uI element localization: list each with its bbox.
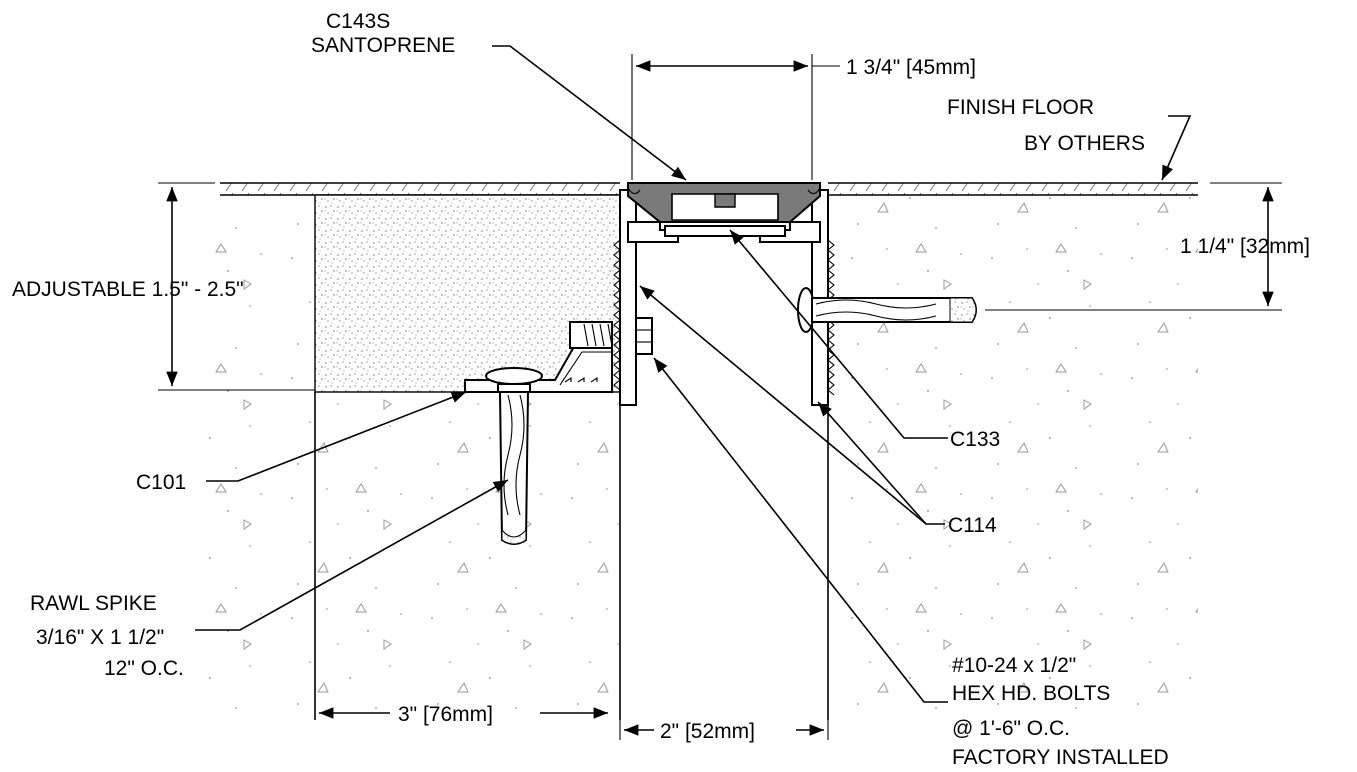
label-gland: C143S SANTOPRENE: [311, 10, 455, 57]
label-top-width: 1 3/4" [45mm]: [846, 56, 976, 79]
label-blockout: 3" [76mm]: [398, 703, 493, 726]
dim-adjustable: [158, 182, 315, 391]
svg-text:SANTOPRENE: SANTOPRENE: [311, 34, 455, 57]
dim-gap: [619, 720, 829, 740]
label-bolts: #10-24 x 1/2" HEX HD. BOLTS @ 1'-6" O.C.…: [952, 654, 1169, 769]
dim-top-width: [631, 54, 840, 180]
label-finish-floor: FINISH FLOOR BY OTHERS: [947, 96, 1145, 155]
c143s-gland: [627, 182, 821, 223]
dim-depth: [985, 182, 1282, 311]
label-rawl-spike: RAWL SPIKE 3/16" X 1 1/2" 12" O.C.: [30, 592, 184, 680]
svg-text:HEX HD. BOLTS: HEX HD. BOLTS: [952, 682, 1110, 705]
svg-text:@ 1'-6" O.C.: @ 1'-6" O.C.: [952, 717, 1070, 740]
hex-head-bolt: [569, 317, 653, 355]
svg-text:FACTORY INSTALLED: FACTORY INSTALLED: [952, 746, 1169, 769]
label-c101: C101: [136, 471, 186, 494]
svg-text:FINISH FLOOR: FINISH FLOOR: [947, 96, 1094, 119]
rawl-spike-right: [797, 287, 977, 333]
c133-frame: [627, 221, 821, 243]
svg-text:RAWL SPIKE: RAWL SPIKE: [30, 592, 157, 615]
svg-text:#10-24 x 1/2": #10-24 x 1/2": [952, 654, 1076, 677]
label-c114: C114: [948, 514, 997, 537]
label-c133: C133: [950, 428, 1000, 451]
c101-serrations: [564, 376, 598, 383]
label-gap: 2" [52mm]: [660, 720, 755, 743]
svg-text:12" O.C.: 12" O.C.: [104, 657, 184, 680]
slab-edges: [314, 392, 829, 720]
leaders: [195, 45, 1192, 703]
svg-text:C143S: C143S: [326, 10, 390, 33]
svg-text:BY OTHERS: BY OTHERS: [1024, 132, 1145, 155]
concrete-slab-right: [828, 195, 1198, 720]
finish-floor: [220, 182, 1198, 196]
rawl-spike-left: [485, 367, 543, 545]
label-depth: 1 1/4" [32mm]: [1180, 235, 1310, 258]
label-adjustable: ADJUSTABLE 1.5" - 2.5": [12, 278, 244, 301]
svg-text:3/16" X 1 1/2": 3/16" X 1 1/2": [36, 626, 164, 649]
